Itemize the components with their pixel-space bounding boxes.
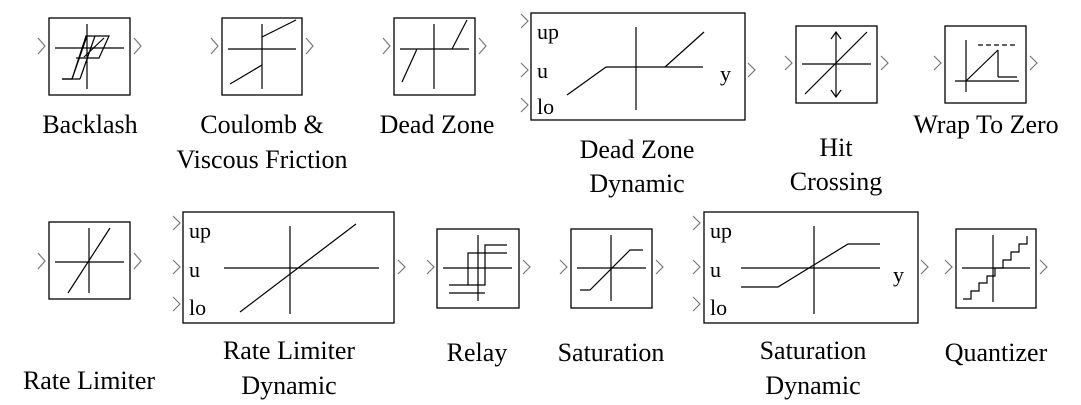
block-label: Relay [447,338,508,367]
block-label-line2: Crossing [790,167,882,196]
saturation-block[interactable]: Saturation [558,228,665,367]
port-label-lo: lo [537,94,554,119]
hit-crossing-icon [802,30,871,99]
rate-limiter-dynamic-block[interactable]: up u lo Rate Limiter Dynamic [172,211,406,400]
output-port-arrow[interactable] [880,55,889,71]
coulomb-friction-icon [228,19,297,89]
port-label-up: up [710,218,732,243]
input-port-arrow[interactable] [37,252,46,270]
output-port-arrow[interactable] [747,62,756,78]
wrap-to-zero-icon [955,40,1019,92]
port-label-y: y [720,61,731,86]
port-label-lo: lo [710,295,727,320]
output-port-arrow[interactable] [1039,259,1048,275]
input-port-u-arrow[interactable] [520,62,529,78]
input-port-arrow[interactable] [210,37,219,55]
output-port-arrow[interactable] [920,259,929,275]
rate-limiter-icon [55,227,124,294]
block-label-line2: Dynamic [589,169,684,198]
quantizer-icon [962,235,1030,302]
output-port-arrow[interactable] [655,259,664,275]
rate-limiter-block[interactable]: Rate Limiter [23,221,155,395]
block-frame [944,25,1027,104]
input-port-arrow[interactable] [784,55,793,71]
input-port-arrow[interactable] [944,259,953,275]
input-port-lo-arrow[interactable] [692,296,701,312]
backlash-block[interactable]: Backlash [37,17,142,139]
input-port-arrow[interactable] [933,55,942,71]
port-label-up: up [537,19,559,44]
output-port-arrow[interactable] [397,259,406,275]
port-label-up: up [189,218,211,243]
input-port-u-arrow[interactable] [172,259,181,275]
port-label-u: u [189,257,200,282]
block-label-line1: Coulomb & [200,110,324,139]
block-label-line1: Rate Limiter [223,336,355,365]
output-port-arrow[interactable] [133,37,142,55]
block-label-line2: Dynamic [241,371,336,400]
rate-limiter-dynamic-icon [224,223,379,314]
port-label-lo: lo [189,295,206,320]
block-label: Dead Zone [380,110,495,139]
input-port-lo-arrow[interactable] [520,97,529,113]
input-port-up-arrow[interactable] [172,215,181,231]
saturation-dynamic-block[interactable]: up u lo y Saturation Dynamic [692,211,929,400]
block-label-line2: Viscous Friction [176,145,347,174]
block-label: Wrap To Zero [913,110,1058,139]
backlash-icon [55,24,124,89]
dead-zone-dynamic-icon [566,27,705,110]
port-label-u: u [537,58,548,83]
hit-crossing-block[interactable]: Hit Crossing [784,25,889,196]
wrap-to-zero-block[interactable]: Wrap To Zero [913,25,1059,139]
block-frame [48,17,131,96]
input-port-lo-arrow[interactable] [172,296,181,312]
output-port-arrow[interactable] [133,252,142,270]
input-port-up-arrow[interactable] [520,13,529,29]
input-port-arrow[interactable] [37,37,46,55]
input-port-up-arrow[interactable] [692,215,701,231]
output-port-arrow[interactable] [305,37,314,55]
block-label: Backlash [42,110,137,139]
output-port-arrow[interactable] [478,37,487,55]
block-label-line1: Saturation [760,336,867,365]
port-label-u: u [710,257,721,282]
output-port-arrow[interactable] [1029,55,1038,71]
dead-zone-dynamic-block[interactable]: up u lo y Dead Zone Dynamic [520,12,756,198]
saturation-icon [577,235,646,301]
input-port-arrow[interactable] [382,37,391,55]
input-port-arrow[interactable] [426,259,435,275]
quantizer-block[interactable]: Quantizer [944,228,1048,367]
dead-zone-icon [400,19,469,89]
saturation-dynamic-icon [741,226,880,314]
block-label-line1: Dead Zone [580,135,695,164]
input-port-arrow[interactable] [559,259,568,275]
block-label: Saturation [558,338,665,367]
relay-icon [443,235,512,301]
port-label-y: y [893,262,904,287]
dead-zone-block[interactable]: Dead Zone [380,17,495,139]
block-label: Quantizer [945,338,1048,367]
block-label-line2: Dynamic [765,371,860,400]
coulomb-viscous-friction-block[interactable]: Coulomb & Viscous Friction [176,17,348,174]
input-port-u-arrow[interactable] [692,259,701,275]
output-port-arrow[interactable] [522,259,531,275]
relay-block[interactable]: Relay [426,228,531,367]
block-label-line1: Hit [819,133,853,162]
block-label: Rate Limiter [23,366,155,395]
